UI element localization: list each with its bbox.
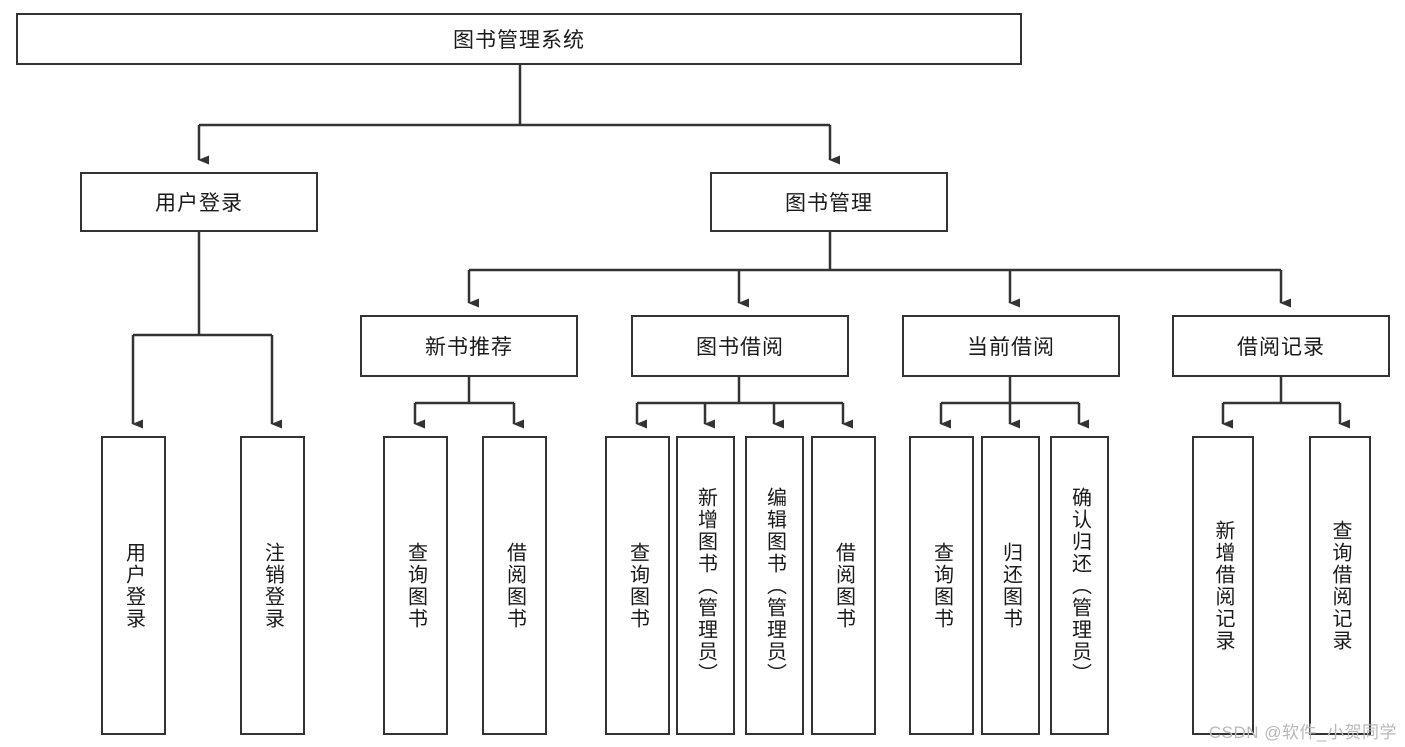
leaf-records-add-record[interactable]: 新增借阅记录 xyxy=(1192,436,1254,735)
leaf-borrow-edit-book-label: 编辑图书（管理员） xyxy=(763,486,786,685)
node-book-management[interactable]: 图书管理 xyxy=(710,172,948,232)
leaf-logout[interactable]: 注销登录 xyxy=(240,436,305,735)
leaf-newbook-borrow-book[interactable]: 借阅图书 xyxy=(482,436,547,735)
leaf-borrow-edit-book[interactable]: 编辑图书（管理员） xyxy=(745,436,804,735)
leaf-borrow-add-book[interactable]: 新增图书（管理员） xyxy=(676,436,735,735)
leaf-records-add-record-label: 新增借阅记录 xyxy=(1212,519,1234,652)
leaf-current-query-book[interactable]: 查询图书 xyxy=(909,436,974,735)
leaf-current-confirm-return[interactable]: 确认归还（管理员） xyxy=(1050,436,1109,735)
node-current-borrow[interactable]: 当前借阅 xyxy=(902,315,1120,377)
node-root-label: 图书管理系统 xyxy=(453,29,585,52)
leaf-current-return-book[interactable]: 归还图书 xyxy=(981,436,1040,735)
leaf-records-query-record[interactable]: 查询借阅记录 xyxy=(1309,436,1371,735)
node-root[interactable]: 图书管理系统 xyxy=(16,13,1022,65)
leaf-user-login[interactable]: 用户登录 xyxy=(101,436,166,735)
leaf-user-login-label: 用户登录 xyxy=(122,541,145,630)
node-current-borrow-label: 当前借阅 xyxy=(967,336,1055,359)
leaf-borrow-borrow-book[interactable]: 借阅图书 xyxy=(811,436,876,735)
leaf-newbook-query-book-label: 查询图书 xyxy=(404,541,427,630)
leaf-current-query-book-label: 查询图书 xyxy=(930,541,953,630)
leaf-borrow-query-book[interactable]: 查询图书 xyxy=(605,436,670,735)
leaf-borrow-borrow-book-label: 借阅图书 xyxy=(832,541,855,630)
node-user-login-label: 用户登录 xyxy=(155,192,243,215)
node-new-book-recommend-label: 新书推荐 xyxy=(425,336,513,359)
leaf-logout-label: 注销登录 xyxy=(261,541,284,630)
node-user-login[interactable]: 用户登录 xyxy=(80,172,318,232)
node-borrow-records[interactable]: 借阅记录 xyxy=(1172,315,1390,377)
node-book-borrow-label: 图书借阅 xyxy=(696,336,784,359)
leaf-newbook-borrow-book-label: 借阅图书 xyxy=(503,541,526,630)
node-book-borrow[interactable]: 图书借阅 xyxy=(631,315,849,377)
leaf-borrow-add-book-label: 新增图书（管理员） xyxy=(694,486,717,685)
leaf-current-return-book-label: 归还图书 xyxy=(999,541,1022,630)
node-book-management-label: 图书管理 xyxy=(785,192,873,215)
leaf-newbook-query-book[interactable]: 查询图书 xyxy=(383,436,448,735)
leaf-records-query-record-label: 查询借阅记录 xyxy=(1329,519,1351,652)
leaf-borrow-query-book-label: 查询图书 xyxy=(626,541,649,630)
node-borrow-records-label: 借阅记录 xyxy=(1237,336,1325,359)
node-new-book-recommend[interactable]: 新书推荐 xyxy=(360,315,578,377)
leaf-current-confirm-return-label: 确认归还（管理员） xyxy=(1068,486,1091,685)
watermark: CSDN @软件_小贺同学 xyxy=(1208,723,1397,742)
